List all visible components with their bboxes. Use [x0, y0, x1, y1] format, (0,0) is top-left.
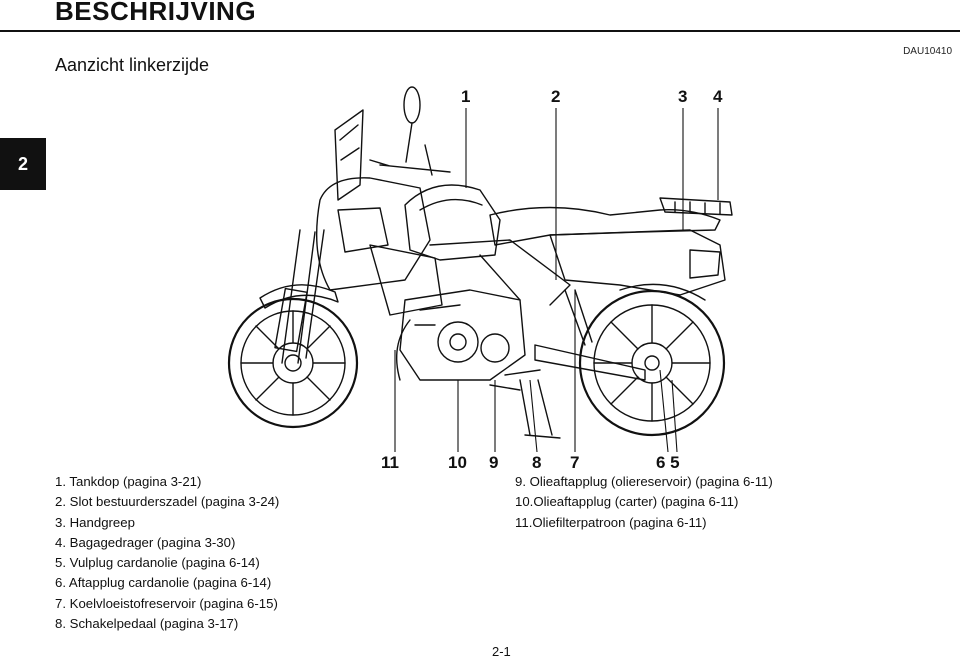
legend-item: 3. Handgreep	[55, 514, 135, 530]
header-rule	[0, 30, 960, 32]
page-header-title: BESCHRIJVING	[55, 0, 257, 26]
callout-bottom-7: 7	[570, 453, 579, 472]
legend-item: 2. Slot bestuurderszadel (pagina 3-24)	[55, 494, 280, 510]
legend-item: 7. Koelvloeistofreservoir (pagina 6-15)	[55, 595, 278, 611]
legend-item: 5. Vulplug cardanolie (pagina 6-14)	[55, 555, 260, 571]
legend-right: 9. Olieaftapplug (oliereservoir) (pagina…	[515, 472, 773, 533]
section-title: Aanzicht linkerzijde	[55, 55, 210, 75]
legend-item: 6. Aftapplug cardanolie (pagina 6-14)	[55, 575, 272, 591]
callout-top-3: 3	[678, 87, 687, 106]
legend-item: 11.Oliefilterpatroon (pagina 6-11)	[515, 514, 707, 530]
callout-bottom-6-5: 6 5	[656, 453, 680, 472]
callout-bottom-11: 11	[381, 453, 399, 472]
legend-item: 10.Olieaftapplug (carter) (pagina 6-11)	[515, 494, 739, 510]
rear-wheel	[578, 289, 726, 437]
callout-top-2: 2	[551, 87, 560, 106]
legend-item: 9. Olieaftapplug (oliereservoir) (pagina…	[515, 474, 773, 489]
chapter-tab: 2	[0, 138, 46, 190]
document-code: DAU10410	[903, 46, 952, 57]
callout-top-1: 1	[461, 87, 470, 106]
callout-top-4: 4	[713, 87, 723, 106]
motorcycle-illustration: 1 2 3 4 11 10 9 8 7 6 5	[227, 86, 733, 472]
legend-item: 8. Schakelpedaal (pagina 3-17)	[55, 616, 239, 632]
legend-left: 1. Tankdop (pagina 3-21) 2. Slot bestuur…	[55, 472, 279, 634]
front-wheel	[227, 297, 359, 429]
callout-bottom-9: 9	[489, 453, 498, 472]
legend-item: 4. Bagagedrager (pagina 3-30)	[55, 534, 236, 550]
callout-bottom-10: 10	[448, 453, 467, 472]
callout-bottom-8: 8	[532, 453, 541, 472]
legend-item: 1. Tankdop (pagina 3-21)	[55, 474, 202, 489]
page-number: 2-1	[492, 644, 511, 659]
